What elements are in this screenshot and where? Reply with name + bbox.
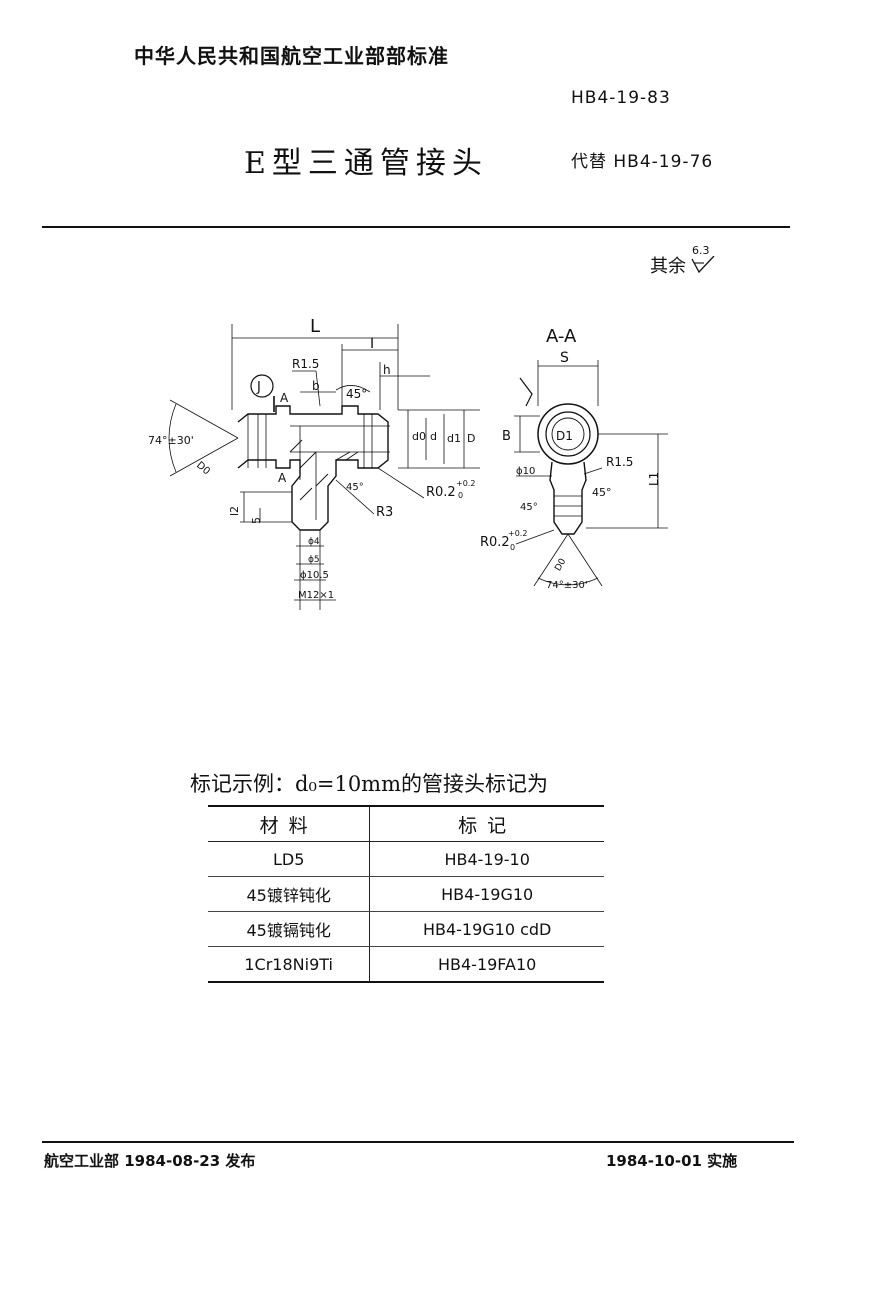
marking-cell: HB4-19-10 bbox=[369, 841, 604, 877]
dim-h: h bbox=[383, 363, 391, 377]
roughness-symbol-icon bbox=[691, 256, 715, 274]
material-cell: 45镀锌钝化 bbox=[208, 876, 370, 912]
dim-R0-2-section: R0.2 bbox=[480, 535, 510, 550]
dim-D0-left: D0 bbox=[194, 460, 212, 477]
technical-drawing: L I h R1.5 b 45° J A d0 d d1 D R0.2 +0.2… bbox=[148, 316, 668, 610]
dim-45-section-left: 45° bbox=[520, 502, 538, 513]
tol-zero-section: 0 bbox=[510, 543, 515, 552]
section-mark-A-top: A bbox=[280, 391, 289, 405]
table-row: 45镀镉钝化 HB4-19G10 cdD bbox=[208, 911, 604, 947]
dim-l2: l2 bbox=[228, 506, 241, 516]
standard-code: HB4-19-83 bbox=[571, 88, 671, 108]
tol-plus-section: +0.2 bbox=[508, 529, 527, 538]
dim-D1: D1 bbox=[556, 429, 573, 443]
header-material: 材料 bbox=[208, 806, 370, 842]
dim-74-left: 74°±30' bbox=[148, 434, 194, 447]
dim-b: b bbox=[312, 379, 320, 393]
marking-cell: HB4-19G10 cdD bbox=[369, 911, 604, 947]
page-title: E型三通管接头 bbox=[244, 146, 488, 181]
material-cell: 1Cr18Ni9Ti bbox=[244, 954, 333, 974]
effective-date: 1984-10-01 实施 bbox=[606, 1152, 738, 1170]
dim-45-top: 45° bbox=[346, 387, 367, 401]
dim-L1: L1 bbox=[647, 472, 661, 486]
dim-5: 5 bbox=[250, 517, 263, 524]
marking-example-title: 标记示例：d₀=10mm的管接头标记为 bbox=[190, 772, 549, 796]
table-row: 45镀锌钝化 HB4-19G10 bbox=[208, 876, 604, 912]
header-marking: 标记 bbox=[369, 806, 604, 842]
dim-B: B bbox=[502, 429, 511, 444]
section-label-A-A: A-A bbox=[546, 326, 577, 347]
marking-cell: HB4-19FA10 bbox=[369, 946, 604, 982]
table-header-row: 材料 标记 bbox=[208, 806, 604, 842]
dim-phi4: ϕ4 bbox=[308, 537, 320, 547]
dim-I: I bbox=[370, 336, 374, 352]
dim-phi5: ϕ5 bbox=[308, 555, 320, 565]
dim-d: d bbox=[430, 430, 437, 443]
detail-J: J bbox=[256, 380, 261, 395]
tol-zero: 0 bbox=[458, 491, 463, 500]
dim-R3: R3 bbox=[376, 505, 393, 520]
table-row: 1Cr18Ni9Ti HB4-19FA10 bbox=[208, 946, 604, 982]
marking-table: 材料 标记 LD5 HB4-19-10 45镀锌钝化 HB4-19G10 45镀… bbox=[208, 805, 604, 983]
roughness-label: 其余 bbox=[650, 256, 686, 277]
dim-d1: d1 bbox=[447, 432, 461, 445]
dim-R1-5: R1.5 bbox=[292, 357, 319, 371]
dim-phi10-5: ϕ10.5 bbox=[300, 570, 329, 581]
dim-45-mid: 45° bbox=[346, 482, 364, 493]
marking-cell: HB4-19G10 bbox=[369, 876, 604, 912]
dim-R1-5-section: R1.5 bbox=[606, 455, 633, 469]
dim-phi10: ϕ10 bbox=[516, 466, 535, 477]
section-mark-A-bottom: A bbox=[278, 471, 287, 485]
dim-74-section: 74°±30' bbox=[546, 580, 588, 591]
dim-L: L bbox=[310, 316, 320, 337]
dim-D0-section: D0 bbox=[553, 557, 568, 573]
dim-M12x1: M12×1 bbox=[298, 590, 334, 601]
footer-rule bbox=[42, 1141, 794, 1143]
surface-roughness-note: 其余 6.3 bbox=[650, 244, 715, 278]
material-cell: 45镀镉钝化 bbox=[208, 911, 370, 947]
dim-D: D bbox=[467, 432, 475, 445]
dim-R0-2: R0.2 bbox=[426, 485, 456, 500]
replaces-note: 代替 HB4-19-76 bbox=[571, 152, 714, 172]
table-row: LD5 HB4-19-10 bbox=[208, 841, 604, 877]
material-cell: LD5 bbox=[208, 841, 370, 877]
issue-date: 航空工业部 1984-08-23 发布 bbox=[44, 1152, 256, 1170]
issuing-organization: 中华人民共和国航空工业部部标准 bbox=[134, 44, 449, 68]
header-rule bbox=[42, 226, 790, 228]
roughness-value: 6.3 bbox=[692, 244, 710, 257]
dim-d0: d0 bbox=[412, 430, 426, 443]
dim-45-section-right: 45° bbox=[592, 486, 612, 499]
dim-S: S bbox=[560, 350, 569, 366]
tol-plus: +0.2 bbox=[456, 479, 475, 488]
